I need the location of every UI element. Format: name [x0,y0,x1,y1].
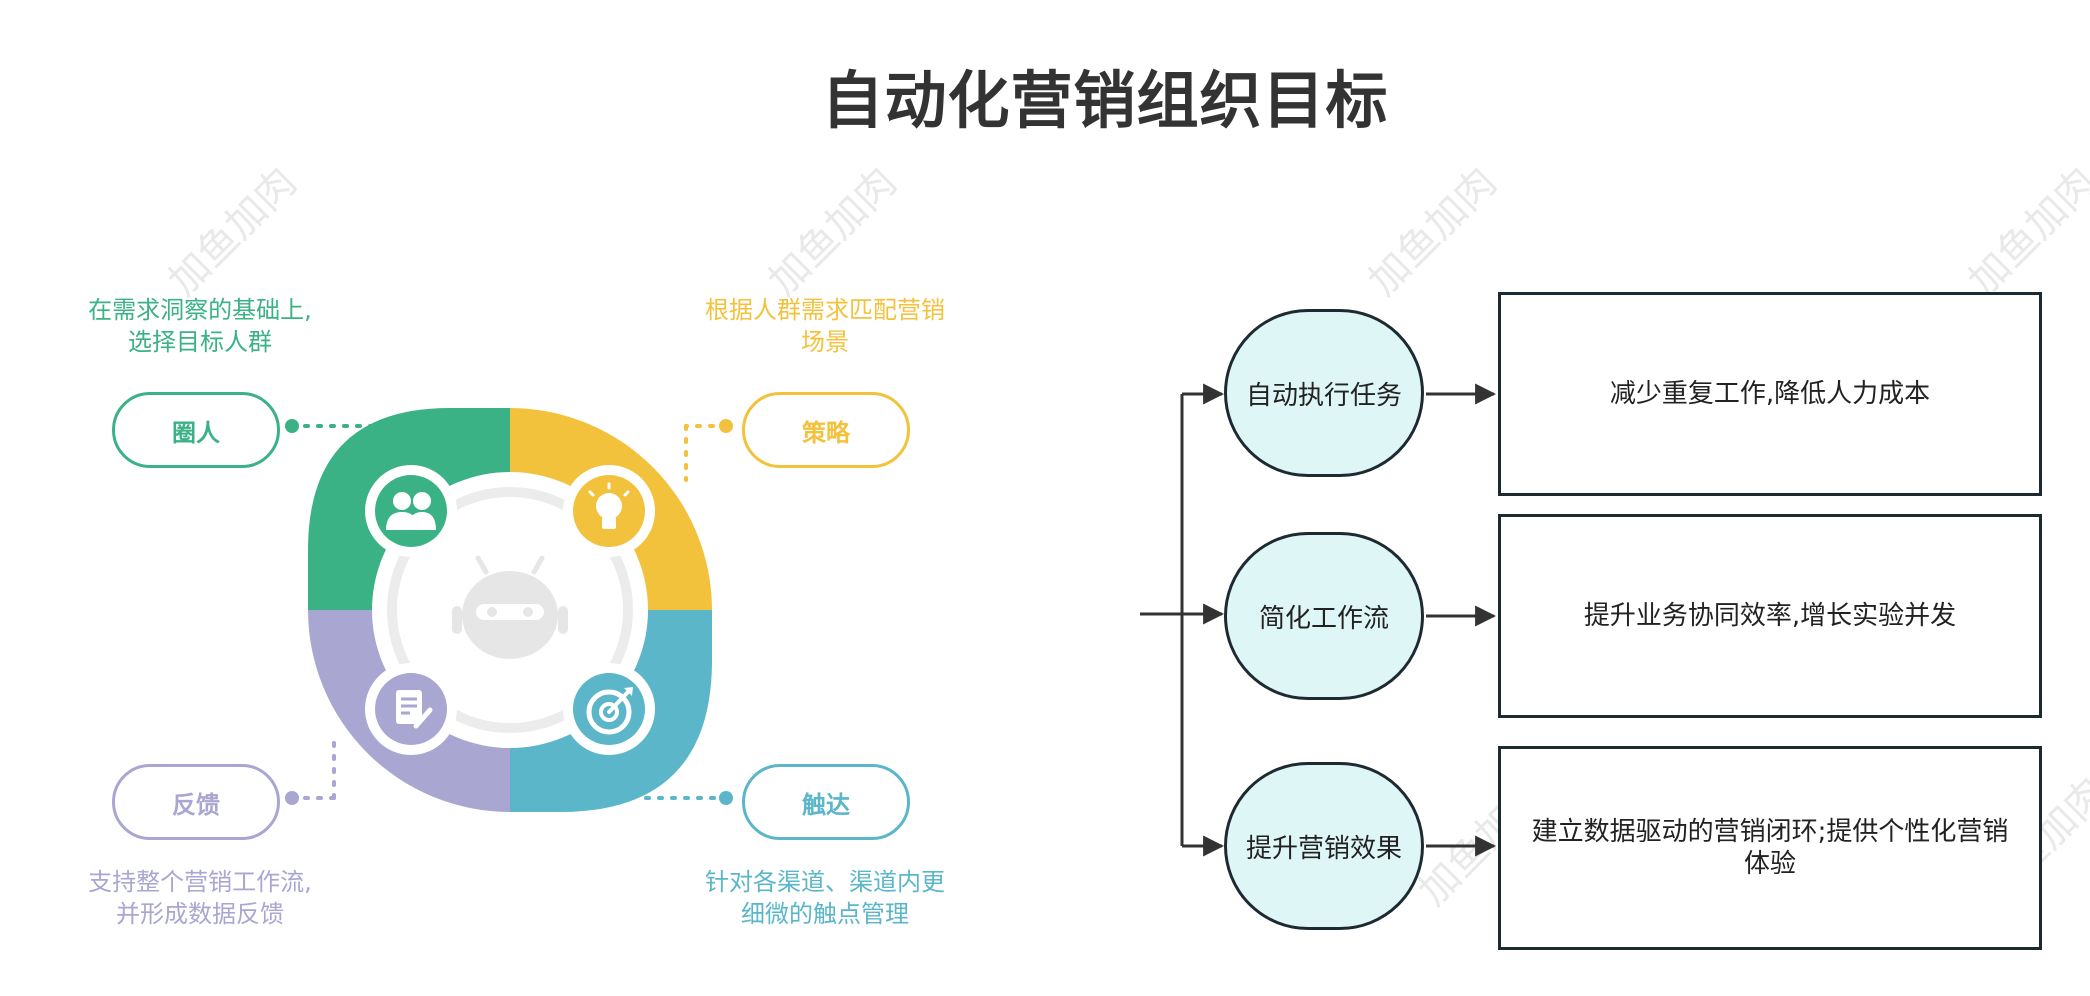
target-icon [563,663,655,755]
quanren-label: 圈人 [112,392,280,468]
chuda-label: 触达 [742,764,910,840]
celue-description: 根据人群需求匹配营销 场景 [705,296,945,356]
users-icon [365,465,457,557]
robot-icon [452,555,568,659]
chuda-connector [644,791,733,805]
flow-result-3: 建立数据驱动的营销闭环;提供个性化营销体验 [1498,746,2042,950]
page-title: 自动化营销组织目标 [821,64,1389,137]
lightbulb-icon [563,465,655,557]
quanren-connector [285,419,382,433]
fankui-label: 反馈 [112,764,280,840]
flow-result-1: 减少重复工作,降低人力成本 [1498,292,2042,496]
document-edit-icon [365,663,457,755]
celue-connector [684,419,733,482]
flow-node-improve: 提升营销效果 [1224,762,1424,930]
flow-node-simplify: 简化工作流 [1224,532,1424,700]
marketing-cycle-wheel [308,408,712,812]
flow-result-2: 提升业务协同效率,增长实验并发 [1498,514,2042,718]
flow-node-auto-execute: 自动执行任务 [1224,309,1424,477]
chuda-description: 针对各渠道、渠道内更 细微的触点管理 [705,868,945,928]
fankui-connector [285,738,336,805]
celue-label: 策略 [742,392,910,468]
quanren-description: 在需求洞察的基础上, 选择目标人群 [88,296,312,356]
fankui-description: 支持整个营销工作流, 并形成数据反馈 [88,868,312,928]
